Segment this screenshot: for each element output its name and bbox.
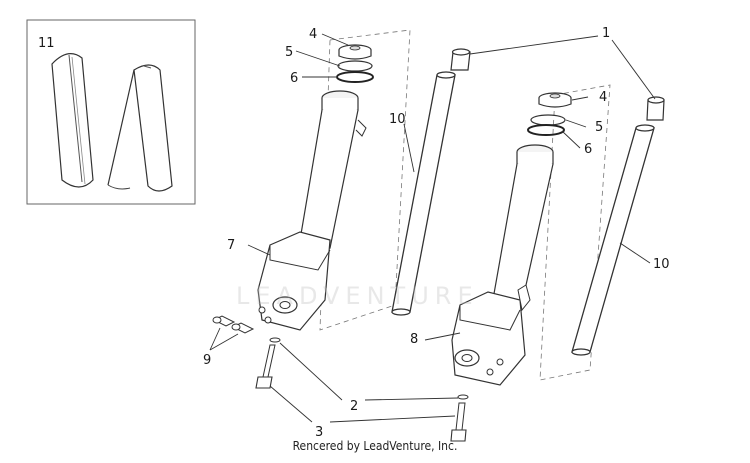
callout-9: 9 [203,353,211,368]
right-bushing [646,96,665,121]
right-assembly-dashed-outline [539,84,611,381]
left-top-cap [336,44,374,83]
right-top-cap [527,92,572,136]
callout-10-right: 10 [653,257,670,272]
watermark: LEADVENTURE [236,282,479,310]
left-bushing [450,48,471,71]
small-screws [212,315,255,334]
callout-7: 7 [227,238,235,253]
callout-5-right: 5 [595,120,603,135]
callout-3: 3 [315,425,323,440]
left-bolt [255,337,281,389]
leader-lines [209,33,656,423]
inset-box-part-11 [26,19,196,205]
right-fork-slider [451,144,554,386]
left-fork-slider [257,90,367,331]
callout-2: 2 [350,399,358,414]
callout-5-left: 5 [285,45,293,60]
callout-4-right: 4 [599,90,607,105]
callout-8: 8 [410,332,418,347]
callout-4-left: 4 [309,27,317,42]
right-inner-tube [571,124,655,356]
footer-credit: Rencered by LeadVenture, Inc. [292,439,458,453]
callout-1: 1 [602,26,610,41]
callout-6-right: 6 [584,142,592,157]
callout-6-left: 6 [290,71,298,86]
callout-10-left: 10 [389,112,406,127]
right-bolt [450,394,469,442]
callout-11: 11 [38,36,55,51]
left-inner-tube [391,71,456,316]
